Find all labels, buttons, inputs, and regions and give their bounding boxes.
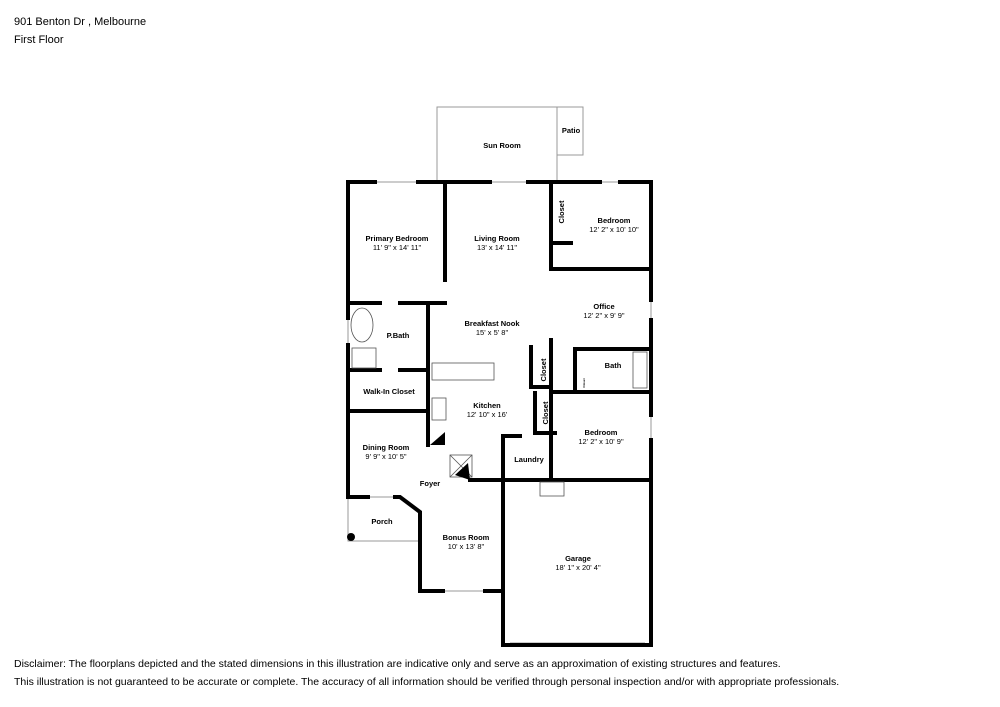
dining-room-dims: 9' 9" x 10' 5" xyxy=(365,452,406,461)
bedroom-label: Bedroom xyxy=(598,216,631,225)
sun-room-label: Sun Room xyxy=(483,141,521,150)
breakfast-nook-label: Breakfast Nook xyxy=(464,319,520,328)
garage-label: Garage xyxy=(565,554,591,563)
bedroom-dims: 12' 2" x 10' 10" xyxy=(589,225,639,234)
closet-label: Closet xyxy=(539,358,548,381)
living-room-dims: 13' x 14' 11" xyxy=(477,243,517,252)
fixtures xyxy=(347,307,648,541)
laundry-label: Laundry xyxy=(514,455,544,464)
breakfast-nook-dims: 15' x 5' 8" xyxy=(476,328,509,337)
address: 901 Benton Dr , Melbourne xyxy=(14,16,147,28)
bath-label: Bath xyxy=(605,361,622,370)
bedroom-dims: 12' 2" x 10' 9" xyxy=(578,437,624,446)
disclaimer-line-2: This illustration is not guaranteed to b… xyxy=(14,676,840,688)
bedroom-label: Bedroom xyxy=(585,428,618,437)
office-label: Office xyxy=(593,302,614,311)
living-room-label: Living Room xyxy=(474,234,520,243)
primary-bedroom-dims: 11' 9" x 14' 11" xyxy=(373,243,422,252)
disclaimer-line-1: Disclaimer: The floorplans depicted and … xyxy=(14,658,781,670)
linen-closet-label: Closet xyxy=(582,378,586,387)
dining-room-label: Dining Room xyxy=(363,443,410,452)
thin-walls xyxy=(347,106,652,644)
garage-dims: 18' 1" x 20' 4" xyxy=(555,563,601,572)
walk-in-closet-label: Walk-In Closet xyxy=(363,387,415,396)
office-dims: 12' 2" x 9' 9" xyxy=(583,311,624,320)
patio-label: Patio xyxy=(562,126,581,135)
walls xyxy=(346,180,653,647)
foyer-label: Foyer xyxy=(420,479,441,488)
pbath-label: P.Bath xyxy=(387,331,410,340)
kitchen-dims: 12' 10" x 16' xyxy=(467,410,508,419)
primary-bedroom-label: Primary Bedroom xyxy=(366,234,429,243)
porch-label: Porch xyxy=(371,517,393,526)
floor-label: First Floor xyxy=(14,34,64,46)
bonus-room-dims: 10' x 13' 8" xyxy=(448,542,485,551)
closet-label: Closet xyxy=(557,200,566,223)
bonus-room-label: Bonus Room xyxy=(443,533,490,542)
closet-label: Closet xyxy=(541,401,550,424)
kitchen-label: Kitchen xyxy=(473,401,501,410)
